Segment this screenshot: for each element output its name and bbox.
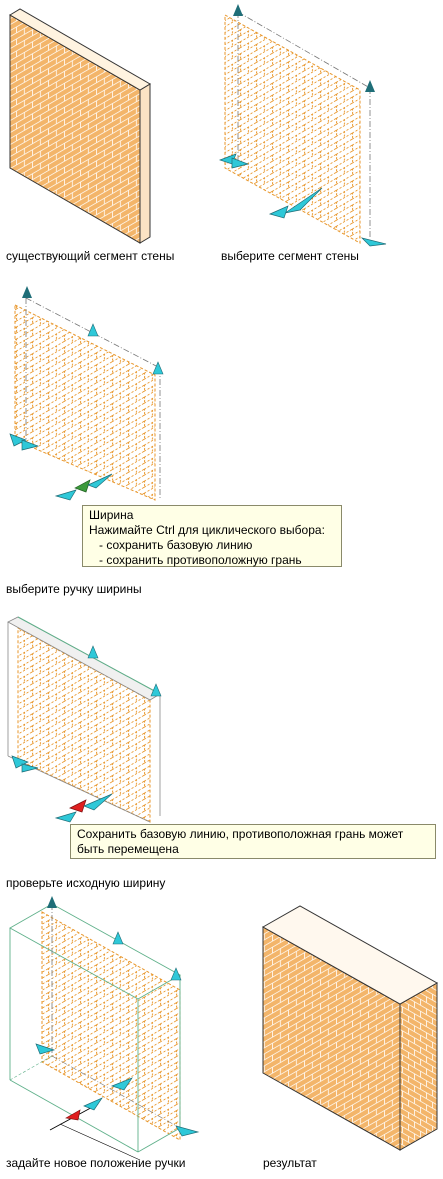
wall-selected [218, 4, 387, 247]
wall-existing [9, 8, 151, 244]
grip-top-icon[interactable] [22, 286, 32, 298]
wall-end-face [139, 83, 151, 244]
wall-grip-face [14, 304, 156, 501]
grip-corner-icon[interactable] [152, 361, 164, 375]
grip-width-arrow-icon[interactable] [87, 473, 113, 489]
grip-start-icon[interactable] [9, 433, 27, 447]
wall-grip-selected [9, 286, 164, 501]
grip-end-icon[interactable] [360, 237, 387, 247]
tooltip-title: Ширина [89, 508, 134, 522]
grip-start-arrow-icon[interactable] [21, 763, 39, 773]
result-side-face [399, 982, 438, 1151]
tooltip-line: Сохранить базовую линию, противоположная… [77, 827, 404, 841]
tooltip-option: - сохранить противоположную грань [99, 553, 302, 567]
tooltip-line: Нажимайте Ctrl для циклического выбора: [89, 523, 325, 537]
grip-start-arrow-icon[interactable] [231, 157, 250, 169]
caption-new-position: задайте новое положение ручки [6, 1156, 186, 1170]
grip-width-active-icon[interactable] [64, 1109, 81, 1121]
grip-width-arrow-icon[interactable] [83, 1097, 103, 1111]
caption-select-grip: выберите ручку ширины [6, 582, 142, 596]
wall-result [261, 905, 439, 1151]
grip-width-active-icon[interactable] [74, 479, 91, 493]
caption-existing-segment: существующий сегмент стены [6, 249, 175, 263]
grip-mid-icon[interactable] [87, 323, 99, 337]
tooltip-width-grip: Ширина Нажимайте Ctrl для циклического в… [82, 505, 342, 567]
wall-selected-face [224, 14, 361, 244]
tooltip-option: - сохранить базовую линию [99, 538, 253, 552]
wall-width-check [7, 616, 162, 823]
grip-start-icon[interactable] [35, 1043, 56, 1055]
grip-corner-icon[interactable] [150, 683, 162, 697]
wall-new-face [41, 911, 181, 1141]
wall-top-face [9, 8, 151, 91]
grip-end-icon[interactable] [175, 1125, 200, 1137]
caption-select-segment: выберите сегмент стены [221, 249, 359, 263]
caption-result: результат [263, 1156, 317, 1170]
grip-top-icon[interactable] [233, 4, 243, 16]
grip-top-icon[interactable] [47, 896, 57, 908]
grip-width-back-icon[interactable] [54, 811, 77, 823]
tooltip-keep-baseline: Сохранить базовую линию, противоположная… [70, 824, 436, 859]
tooltip-line: быть перемещена [77, 842, 179, 856]
grip-width-icon[interactable] [284, 187, 323, 214]
result-top-face [261, 905, 439, 1005]
grip-corner-icon[interactable] [170, 967, 182, 981]
grip-width-arrow-icon[interactable] [268, 205, 289, 219]
grip-mid-arrow-icon[interactable] [110, 1077, 133, 1091]
grip-width-arrow-icon[interactable] [83, 793, 113, 811]
grip-width-back-icon[interactable] [54, 489, 77, 501]
grip-corner-icon[interactable] [365, 80, 375, 92]
grip-start-arrow-icon[interactable] [21, 439, 40, 451]
grip-mid-icon[interactable] [87, 645, 99, 659]
wall-new-position [9, 896, 200, 1161]
grip-mid-icon[interactable] [112, 931, 124, 945]
caption-check-width: проверьте исходную ширину [6, 876, 166, 890]
